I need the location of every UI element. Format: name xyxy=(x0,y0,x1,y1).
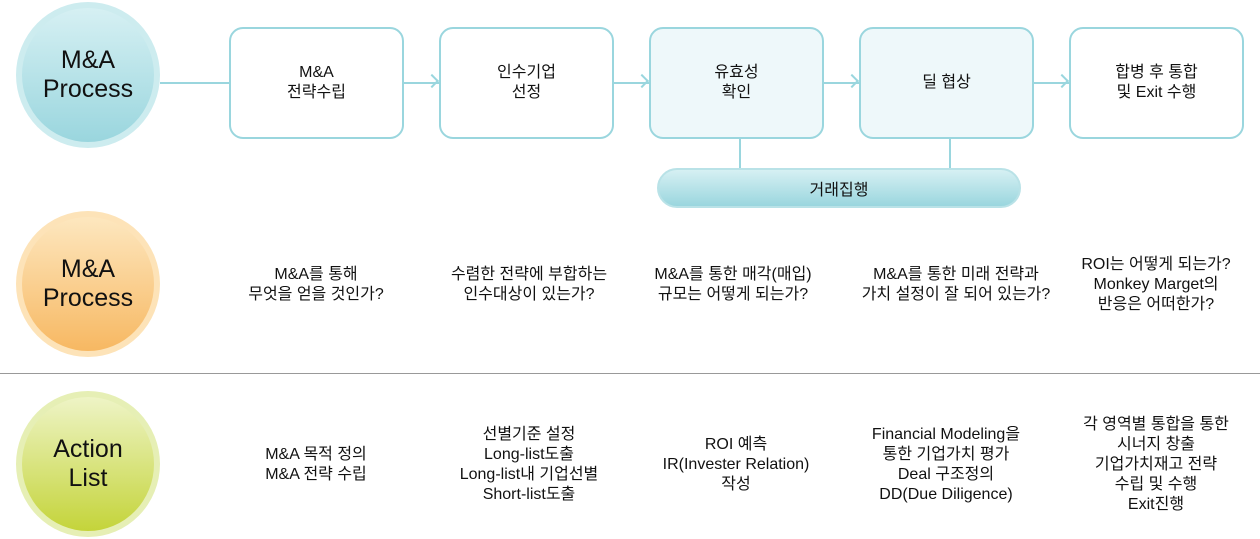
step-strategy: M&A 전략수립 xyxy=(229,27,404,139)
action-1: M&A 목적 정의 M&A 전략 수립 xyxy=(265,446,367,483)
step-negotiation: 딜 협상 xyxy=(859,27,1034,139)
step-validation: 유효성 확인 xyxy=(649,27,824,139)
connector-line xyxy=(614,82,649,84)
arrow-icon xyxy=(1054,73,1070,89)
connector-line xyxy=(160,82,229,84)
action-3: ROI 예측 IR(Invester Relation) 작성 xyxy=(662,436,810,493)
action-2: 선별기준 설정 Long-list도출 Long-list내 기업선별 Shor… xyxy=(459,426,599,503)
step-target-selection: 인수기업 선정 xyxy=(439,27,614,139)
question-5: ROI는 어떻게 되는가? Monkey Marget의 반응은 어떠한가? xyxy=(1081,256,1231,313)
question-2: 수렴한 전략에 부합하는 인수대상이 있는가? xyxy=(450,266,608,303)
question-3: M&A를 통한 매각(매입) 규모는 어떻게 되는가? xyxy=(654,266,812,303)
connector-line xyxy=(949,139,951,169)
connector-line xyxy=(739,139,741,169)
connector-line xyxy=(1034,82,1069,84)
arrow-icon xyxy=(424,73,440,89)
connector-line xyxy=(404,82,439,84)
question-1: M&A를 통해 무엇을 얻을 것인가? xyxy=(248,266,384,303)
divider xyxy=(0,373,1260,374)
row-label-action-list: Action List xyxy=(16,391,160,537)
action-4: Financial Modeling을 통한 기업가치 평가 Deal 구조정의… xyxy=(871,426,1021,503)
question-4: M&A를 통한 미래 전략과 가치 설정이 잘 되어 있는가? xyxy=(861,266,1051,303)
step-integration-exit: 합병 후 통합 및 Exit 수행 xyxy=(1069,27,1244,139)
connector-line xyxy=(824,82,859,84)
action-5: 각 영역별 통합을 통한 시너지 창출 기업가치재고 전략 수립 및 수행 Ex… xyxy=(1083,416,1229,513)
arrow-icon xyxy=(634,73,650,89)
arrow-icon xyxy=(844,73,860,89)
deal-execution-bar: 거래집행 xyxy=(657,168,1021,208)
row-label-questions: M&A Process xyxy=(16,211,160,357)
row-label-process: M&A Process xyxy=(16,2,160,148)
